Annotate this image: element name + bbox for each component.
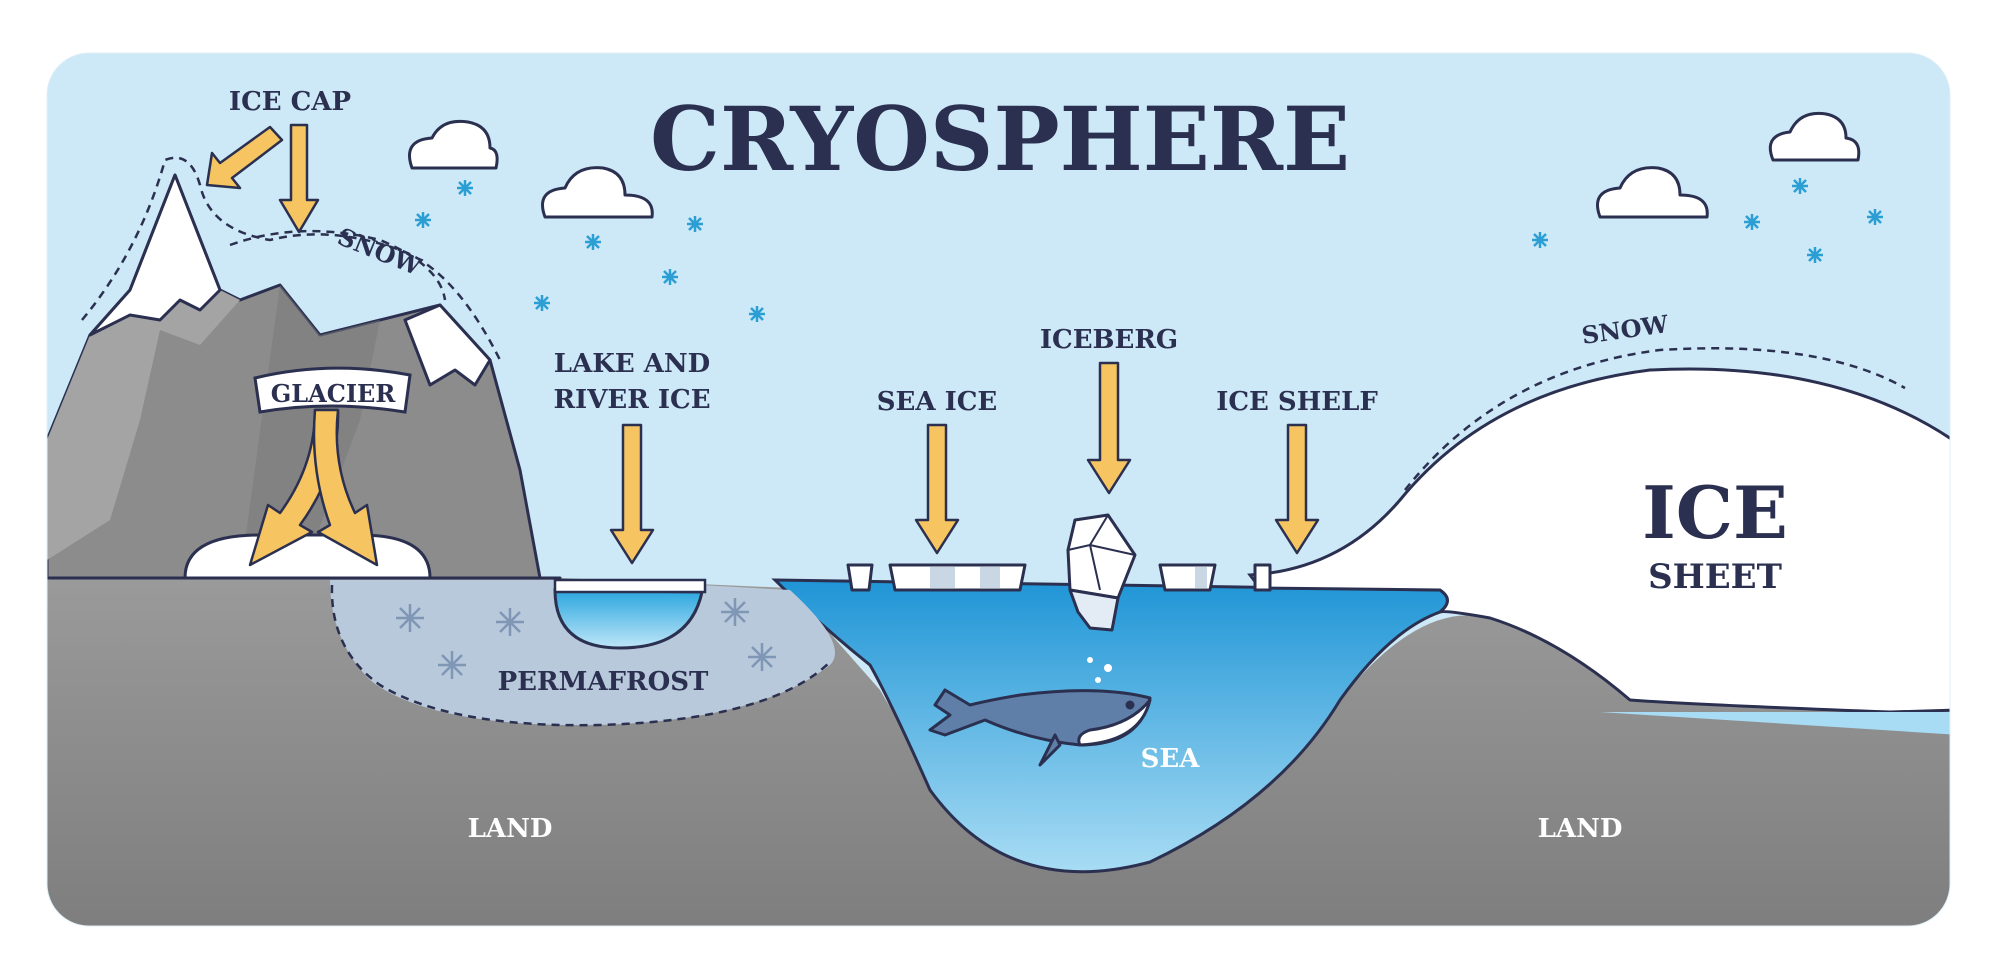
sky-snowflakes <box>415 178 1883 322</box>
label-land-left: LAND <box>468 814 553 844</box>
whale-icon <box>928 657 1152 767</box>
ice-sheet-edge-water <box>1600 712 1950 735</box>
permafrost-zone <box>330 580 835 726</box>
label-glacier: GLACIER <box>271 379 397 408</box>
sea-ice-shading <box>930 567 1207 588</box>
label-ice-sheet-line1: ICE <box>1642 470 1788 555</box>
lake-ice <box>553 578 707 594</box>
label-ice-cap: ICE CAP <box>229 87 351 117</box>
label-sea-ice: SEA ICE <box>877 387 998 417</box>
label-lake-line1: LAKE AND <box>554 349 710 379</box>
label-permafrost: PERMAFROST <box>498 667 709 697</box>
label-lake-line2: RIVER ICE <box>553 385 710 415</box>
mountain-icon <box>47 156 542 580</box>
label-iceberg: ICEBERG <box>1040 325 1178 355</box>
snowflake-icon <box>396 598 776 679</box>
label-land-right: LAND <box>1538 814 1623 844</box>
diagram-title: CRYOSPHERE <box>650 87 1350 191</box>
label-sea: SEA <box>1141 744 1201 774</box>
cloud-icon <box>408 111 1861 219</box>
label-ice-shelf: ICE SHELF <box>1216 387 1378 417</box>
arrow-icon <box>205 123 1320 567</box>
label-ice-sheet-line2: SHEET <box>1648 557 1782 597</box>
ice-sheet <box>1247 367 1950 714</box>
iceberg-icon <box>1066 513 1137 632</box>
lake <box>553 588 704 650</box>
snow-arc-right <box>1404 347 1906 491</box>
